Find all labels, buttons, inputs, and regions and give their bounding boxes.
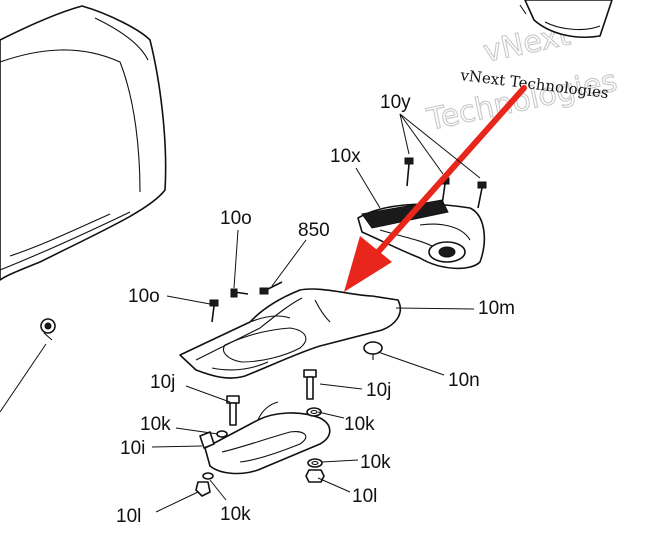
callout-10x: 10x: [330, 146, 361, 167]
lower-cover-10m: [179, 288, 402, 379]
callout-10m: 10m: [478, 298, 515, 319]
callout-10k-upper-right: 10k: [344, 414, 375, 435]
clip-10n: [363, 341, 383, 360]
callout-10k-lower-right: 10k: [360, 452, 391, 473]
callout-10k-bottom: 10k: [220, 504, 251, 525]
fairing-panel: [0, 5, 167, 281]
mirror-fragment: [519, 0, 613, 39]
screws-10y: [404, 157, 487, 209]
screws-10o: [209, 288, 249, 323]
callout-10l-left: 10l: [116, 506, 141, 527]
callout-10k-upper-left: 10k: [140, 414, 171, 435]
bracket: [204, 401, 331, 475]
callout-10n: 10n: [448, 370, 480, 391]
callout-10y: 10y: [380, 92, 411, 113]
callout-labels: 10y 10x 10o 850 10o 10m 10n 10j 10j 10k …: [116, 92, 515, 527]
bolts-10j: [226, 369, 317, 426]
callout-10l-right: 10l: [352, 486, 377, 507]
callout-10i: 10i: [120, 438, 145, 459]
screw-850: [259, 281, 283, 295]
callout-10o-left: 10o: [128, 286, 160, 307]
callout-850: 850: [298, 220, 330, 241]
headlight-assembly: [357, 199, 486, 270]
callout-10o-upper: 10o: [220, 208, 252, 229]
pointer-arrow: [344, 85, 527, 292]
leader-lines: [151, 113, 481, 513]
callout-10j-right: 10j: [366, 380, 391, 401]
screw-left: [0, 318, 56, 413]
callout-10j-left: 10j: [150, 372, 175, 393]
